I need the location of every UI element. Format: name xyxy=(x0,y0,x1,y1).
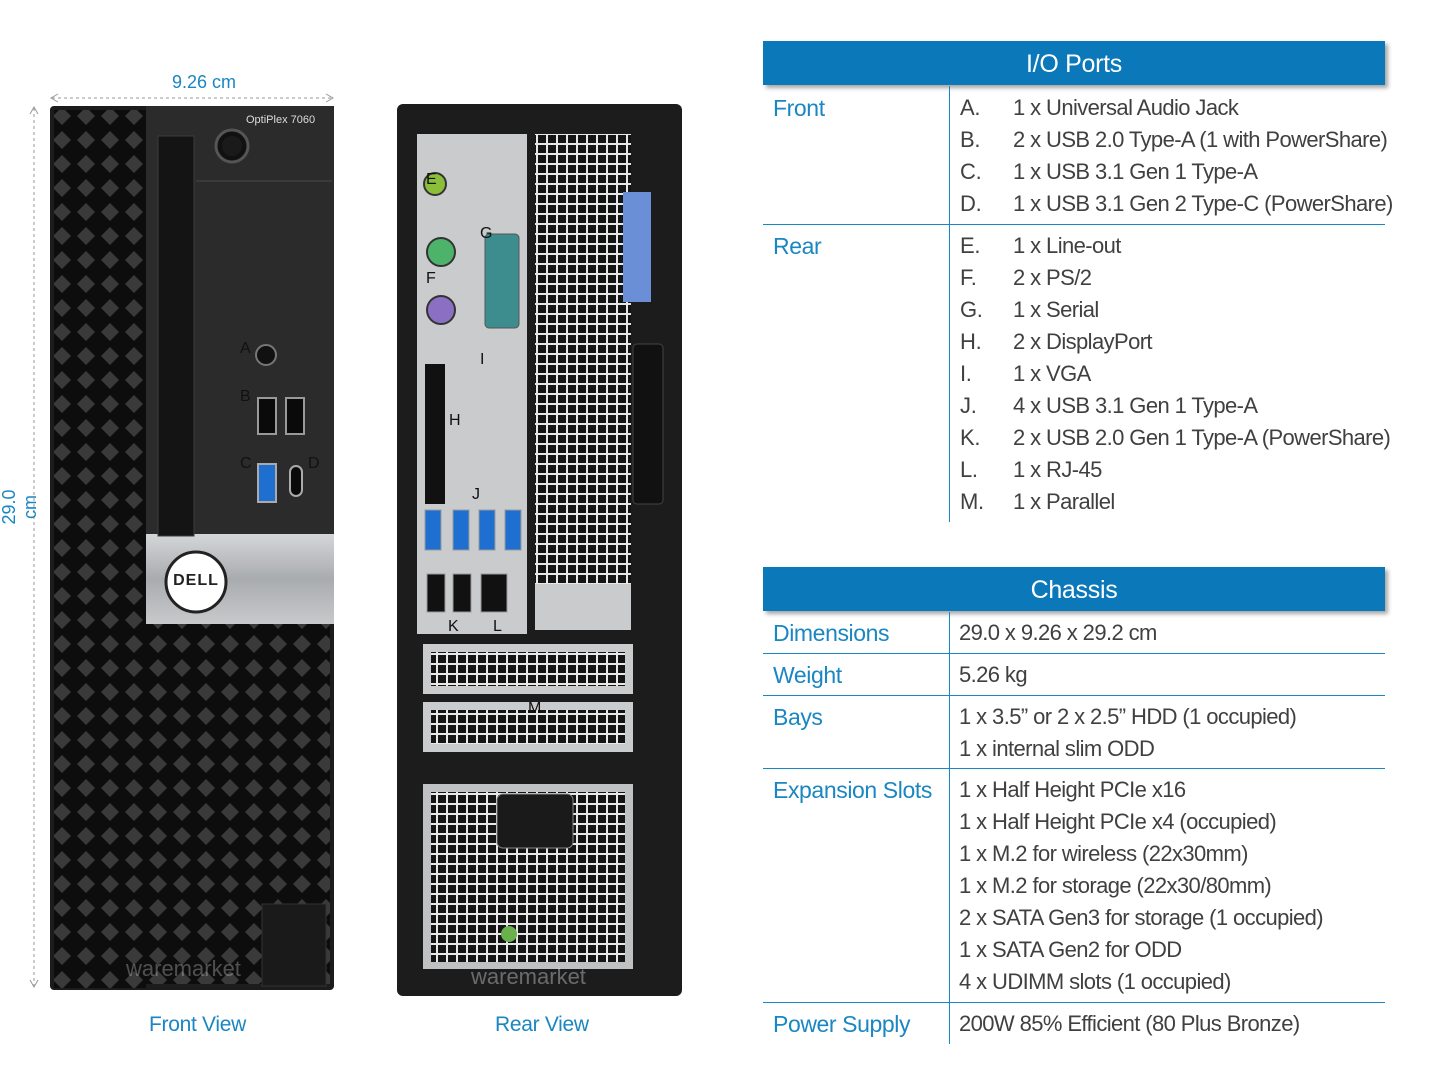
io-item-text: 1 x USB 3.1 Gen 1 Type-A xyxy=(1013,159,1258,184)
rear-watermark: waremarket xyxy=(471,964,586,989)
io-item-text: 1 x Serial xyxy=(1013,297,1099,322)
io-item-letter: F. xyxy=(960,265,977,290)
front-view: OptiPlex 7060 DELL waremarket xyxy=(50,104,334,990)
io-item-text: 2 x PS/2 xyxy=(1013,265,1092,290)
chassis-value: 1 x Half Height PCIe x4 (occupied) xyxy=(959,809,1277,834)
io-item-letter: K. xyxy=(960,425,981,450)
io-group-separator xyxy=(763,224,1385,225)
io-item-letter: B. xyxy=(960,127,981,152)
chassis-value: 1 x Half Height PCIe x16 xyxy=(959,777,1186,802)
dell-logo: DELL xyxy=(173,572,219,589)
io-item-text: 2 x USB 2.0 Type-A (1 with PowerShare) xyxy=(1013,127,1388,152)
io-item-text: 1 x RJ-45 xyxy=(1013,457,1102,482)
marker-g: G xyxy=(480,225,493,242)
io-item-letter: D. xyxy=(960,191,982,216)
io-item-letter: J. xyxy=(960,393,977,418)
chassis-value: 1 x SATA Gen2 for ODD xyxy=(959,937,1182,962)
rear-case-illustration xyxy=(397,104,682,996)
marker-c: C xyxy=(240,455,252,472)
io-item-letter: C. xyxy=(960,159,982,184)
io-item-letter: A. xyxy=(960,95,981,120)
marker-l: L xyxy=(493,618,502,635)
io-item-text: 1 x Line-out xyxy=(1013,233,1121,258)
width-dimension-line xyxy=(49,93,335,103)
chassis-value: 1 x M.2 for wireless (22x30mm) xyxy=(959,841,1248,866)
marker-i: I xyxy=(480,351,485,368)
marker-b: B xyxy=(240,388,251,405)
chassis-label-bays: Bays xyxy=(773,704,823,730)
chassis-label-dimensions: Dimensions xyxy=(773,620,890,646)
rear-view: waremarket xyxy=(397,104,682,996)
front-model-label: OptiPlex 7060 xyxy=(246,114,316,126)
height-label: 29.0 cm xyxy=(0,489,40,525)
io-item-text: 4 x USB 3.1 Gen 1 Type-A xyxy=(1013,393,1258,418)
front-case-illustration xyxy=(50,106,334,990)
marker-h: H xyxy=(449,412,461,429)
io-group-front-label: Front xyxy=(773,95,825,121)
io-item-text: 1 x USB 3.1 Gen 2 Type-C (PowerShare) xyxy=(1013,191,1393,216)
chassis-row-separator xyxy=(763,695,1385,696)
width-label: 9.26 cm xyxy=(172,72,237,92)
chassis-header: Chassis xyxy=(763,567,1385,611)
height-dimension-line xyxy=(29,105,39,989)
marker-k: K xyxy=(448,618,459,635)
chassis-value: 1 x internal slim ODD xyxy=(959,736,1155,761)
marker-j: J xyxy=(472,486,480,503)
io-item-text: 1 x VGA xyxy=(1013,361,1091,386)
chassis-row-separator xyxy=(763,1002,1385,1003)
marker-f: F xyxy=(426,270,436,287)
io-item-text: 2 x USB 2.0 Gen 1 Type-A (PowerShare) xyxy=(1013,425,1391,450)
rear-view-caption: Rear View xyxy=(495,1013,589,1036)
chassis-row-separator xyxy=(763,653,1385,654)
io-item-letter: L. xyxy=(960,457,978,482)
chassis-value: 4 x UDIMM slots (1 occupied) xyxy=(959,969,1231,994)
io-item-text: 1 x Universal Audio Jack xyxy=(1013,95,1239,120)
io-item-text: 2 x DisplayPort xyxy=(1013,329,1153,354)
chassis-label-power-supply: Power Supply xyxy=(773,1011,911,1037)
chassis-row-separator xyxy=(763,768,1385,769)
io-item-letter: I. xyxy=(960,361,972,386)
front-view-caption: Front View xyxy=(149,1013,246,1036)
chassis-value: 29.0 x 9.26 x 29.2 cm xyxy=(959,620,1157,645)
io-item-letter: H. xyxy=(960,329,982,354)
marker-m: M xyxy=(528,700,542,717)
marker-e: E xyxy=(426,171,437,188)
chassis-label-weight: Weight xyxy=(773,662,842,688)
chassis-value: 200W 85% Efficient (80 Plus Bronze) xyxy=(959,1011,1300,1036)
io-item-letter: M. xyxy=(960,489,984,514)
io-ports-header: I/O Ports xyxy=(763,41,1385,85)
io-item-text: 1 x Parallel xyxy=(1013,489,1115,514)
chassis-divider xyxy=(949,612,950,1044)
chassis-label-expansion-slots: Expansion Slots xyxy=(773,777,932,803)
marker-d: D xyxy=(308,455,320,472)
marker-a: A xyxy=(240,340,251,357)
chassis-value: 1 x 3.5” or 2 x 2.5” HDD (1 occupied) xyxy=(959,704,1297,729)
chassis-value: 2 x SATA Gen3 for storage (1 occupied) xyxy=(959,905,1324,930)
chassis-value: 5.26 kg xyxy=(959,662,1028,687)
io-item-letter: E. xyxy=(960,233,981,258)
io-group-rear-label: Rear xyxy=(773,233,822,259)
front-watermark: waremarket xyxy=(126,956,241,981)
io-item-letter: G. xyxy=(960,297,983,322)
io-ports-divider xyxy=(949,86,950,522)
chassis-value: 1 x M.2 for storage (22x30/80mm) xyxy=(959,873,1272,898)
